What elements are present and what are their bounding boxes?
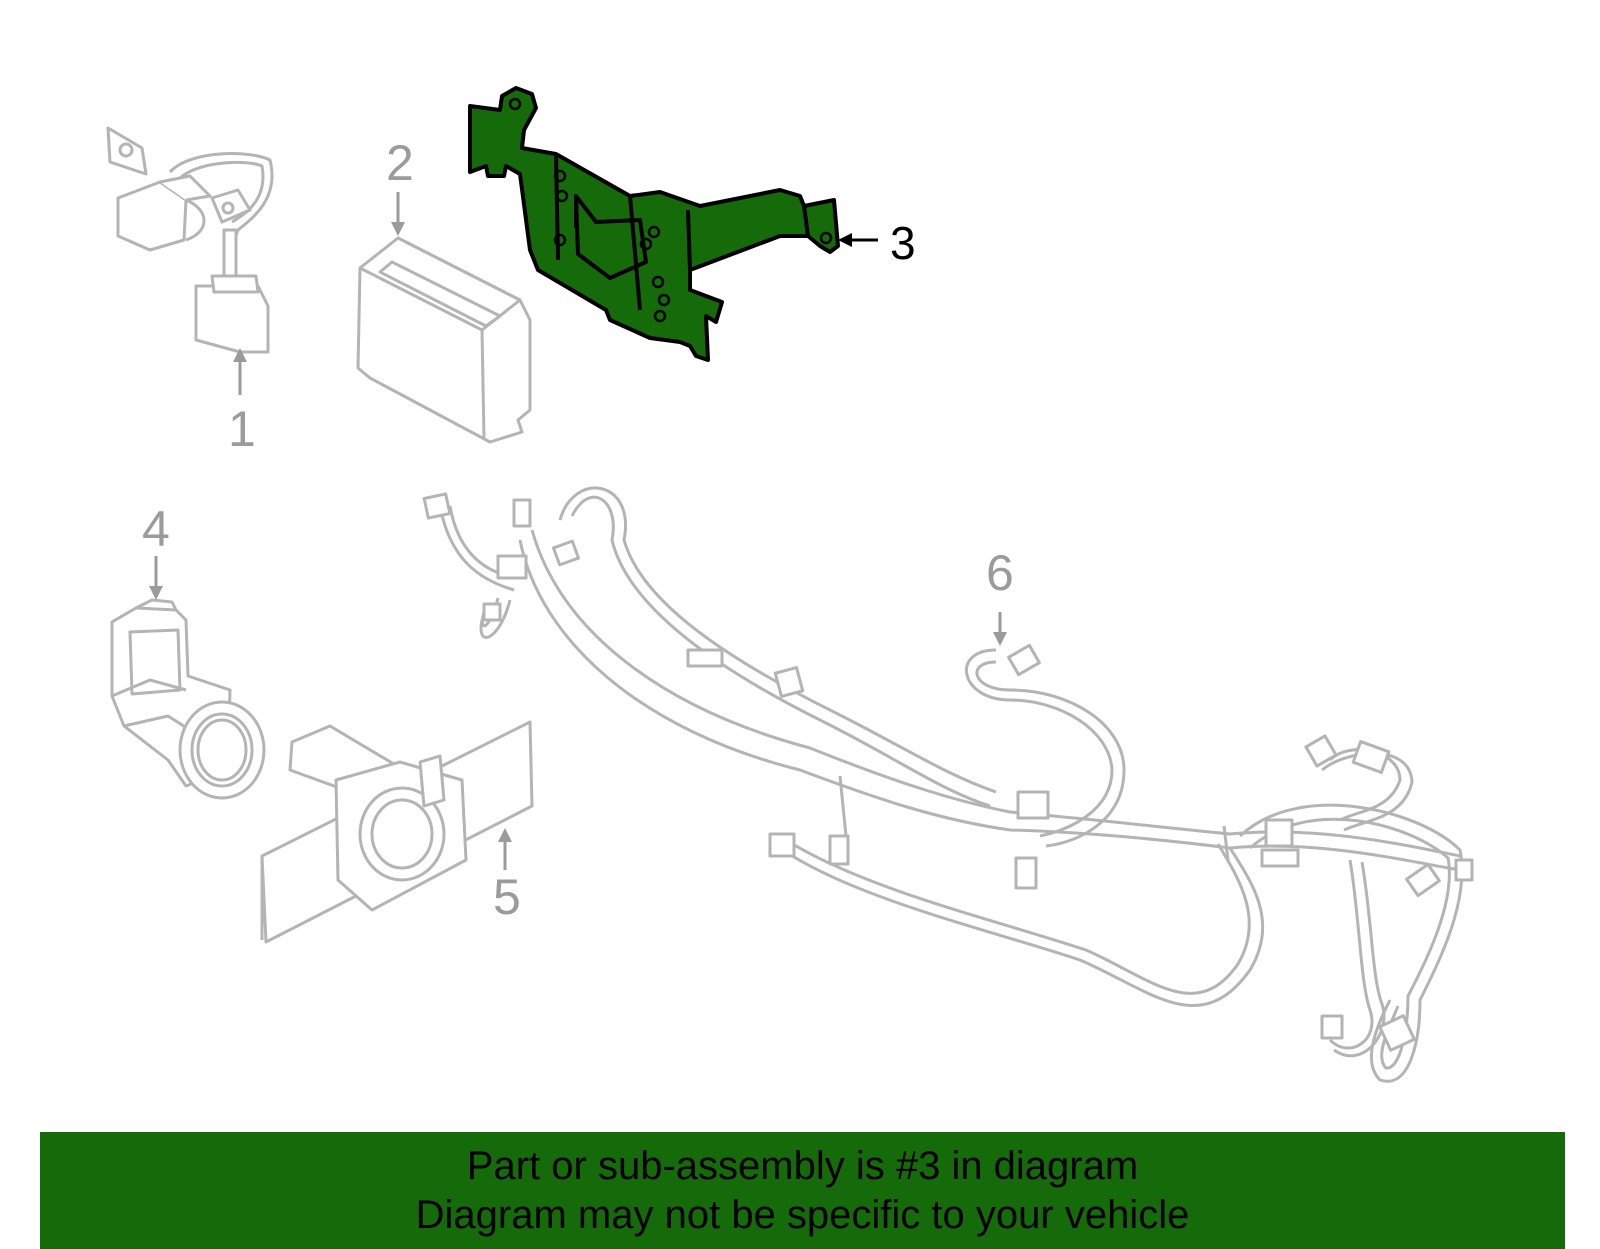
part-6-harness[interactable] xyxy=(438,486,1464,1083)
callout-1-number: 1 xyxy=(228,401,256,457)
part-4-sensor[interactable] xyxy=(110,598,266,800)
banner-line-part: Part or sub-assembly is #3 in diagram xyxy=(466,1144,1139,1188)
callout-3-arrowhead xyxy=(838,233,852,247)
part-2-module[interactable] xyxy=(356,236,532,444)
callout-1-arrowhead xyxy=(233,348,247,362)
callout-5-number: 5 xyxy=(493,869,521,925)
callout-2-arrowhead xyxy=(391,222,405,236)
callout-4-arrowhead xyxy=(149,586,163,600)
parts-diagram xyxy=(106,86,1474,1083)
callout-6-arrowhead xyxy=(993,632,1007,646)
part-3-bracket[interactable] xyxy=(468,86,840,362)
harness-connectors xyxy=(422,492,1474,1052)
banner-line-disclaimer: Diagram may not be specific to your vehi… xyxy=(415,1193,1190,1237)
callout-2-number: 2 xyxy=(386,135,414,191)
callout-4-number: 4 xyxy=(142,501,170,557)
bracket-holes xyxy=(508,97,833,323)
part-1-camera[interactable] xyxy=(106,126,274,354)
part-5-retainer[interactable] xyxy=(260,720,534,944)
callout-5-arrowhead xyxy=(498,828,512,842)
callout-6-number: 6 xyxy=(986,545,1014,601)
info-banner: Part or sub-assembly is #3 in diagram Di… xyxy=(40,1132,1565,1249)
callout-3-number: 3 xyxy=(890,217,916,269)
